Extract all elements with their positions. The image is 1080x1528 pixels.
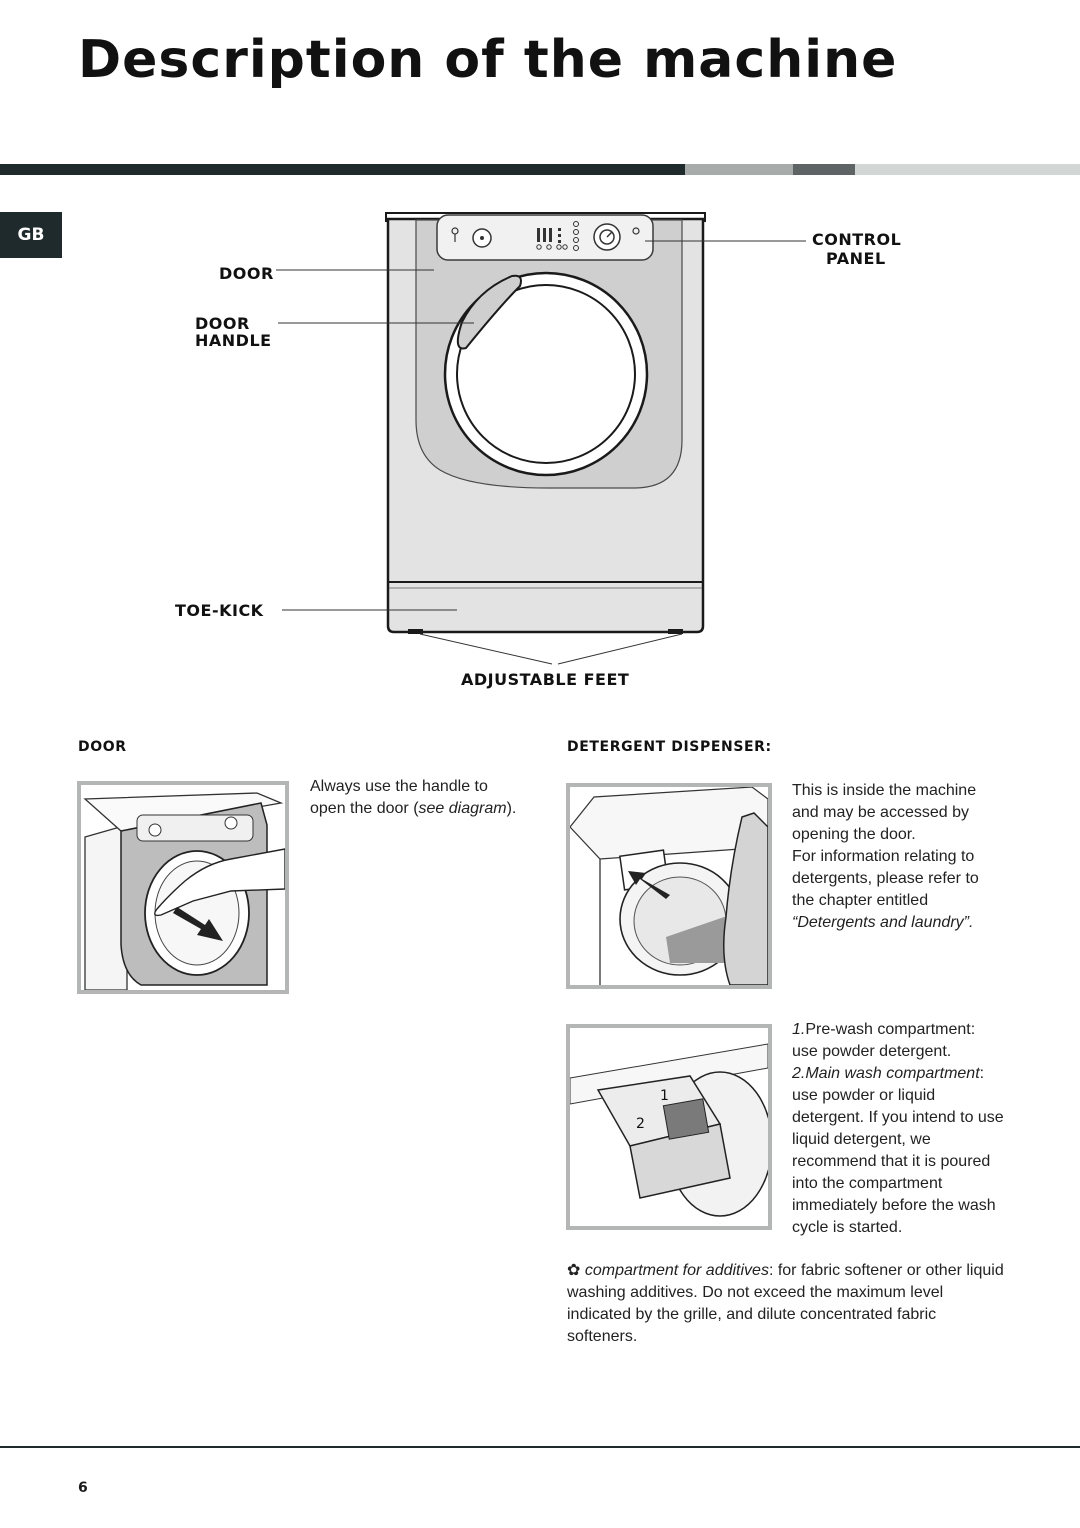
header-band-light-grey: [685, 164, 793, 175]
item-2-number: 2.: [792, 1065, 806, 1082]
item-1-number: 1.: [792, 1021, 806, 1038]
header-band-dark: [0, 164, 685, 175]
dispenser-chapter-reference: “Detergents and laundry”.: [792, 914, 974, 931]
additives-title: compartment for additives: [584, 1262, 769, 1279]
page-title: Description of the machine: [78, 30, 898, 90]
label-adjustable-feet: ADJUSTABLE FEET: [461, 670, 630, 689]
label-door-handle-line1: DOOR: [195, 314, 250, 333]
header-band-mid-grey: [793, 164, 855, 175]
dispenser-intro: This is inside the machine and may be ac…: [792, 780, 1004, 934]
door-text-italic: see diagram: [418, 800, 507, 817]
door-text-before: Always use the handle to open the door (: [310, 778, 488, 817]
dispenser-drawer-illustration: 1 2: [569, 1028, 773, 1226]
door-text-after: ).: [506, 800, 517, 817]
item-2-title: Main wash compartment: [805, 1065, 980, 1082]
dispenser-intro-text: This is inside the machine and may be ac…: [792, 782, 977, 843]
page-number: 6: [78, 1480, 88, 1496]
item-2-text: : use powder or liquid detergent. If you…: [792, 1065, 1004, 1236]
label-door: DOOR: [219, 264, 274, 283]
label-door-handle-line2: HANDLE: [195, 331, 272, 350]
footer-rule: [0, 1446, 1080, 1448]
additives-text: : for fabric softener or other liquid wa…: [567, 1262, 1004, 1345]
machine-diagram: [276, 212, 806, 665]
additives-paragraph: ✿ compartment for additives: for fabric …: [567, 1260, 1007, 1348]
label-toe-kick: TOE-KICK: [175, 601, 264, 620]
label-control-panel-line1: CONTROL: [812, 230, 902, 249]
label-control-panel-line2: PANEL: [826, 249, 886, 268]
item-1-text: Pre-wash compartment: use powder deterge…: [792, 1021, 976, 1060]
header-band-pale: [855, 164, 1080, 175]
flower-icon: ✿: [567, 1262, 581, 1279]
door-photo: [77, 781, 289, 994]
drawer-mark-2: 2: [636, 1116, 645, 1132]
dispenser-location-photo: [566, 783, 772, 989]
drawer-mark-1: 1: [660, 1088, 669, 1104]
door-section-heading: DOOR: [78, 739, 127, 755]
dispenser-drawer-photo: 1 2: [566, 1024, 773, 1230]
dispenser-info-text: For information relating to detergents, …: [792, 848, 979, 909]
open-door-dispenser-illustration: [569, 786, 769, 986]
language-tab: GB: [0, 212, 62, 258]
hand-opening-door-illustration: [81, 785, 286, 991]
compartment-list: 1.Pre-wash compartment: use powder deter…: [792, 1019, 1004, 1239]
door-instructions: Always use the handle to open the door (…: [310, 776, 520, 820]
dispenser-section-heading: DETERGENT DISPENSER:: [567, 739, 772, 755]
